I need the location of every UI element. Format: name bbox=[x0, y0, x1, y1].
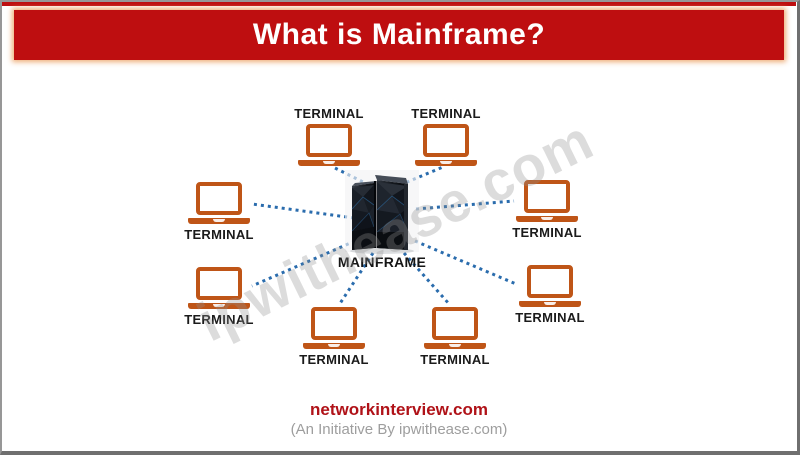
laptop-icon bbox=[415, 124, 477, 166]
terminal-label: TERMINAL bbox=[411, 106, 481, 121]
terminal-node-bottom-left: TERMINAL bbox=[299, 307, 369, 367]
laptop-notch bbox=[213, 219, 225, 222]
title-banner: What is Mainframe? bbox=[14, 10, 784, 60]
laptop-screen bbox=[196, 267, 242, 300]
terminal-label: TERMINAL bbox=[512, 225, 582, 240]
laptop-icon bbox=[298, 124, 360, 166]
laptop-icon bbox=[519, 265, 581, 307]
laptop-notch bbox=[541, 217, 553, 220]
page-title: What is Mainframe? bbox=[252, 18, 546, 51]
terminal-label: TERMINAL bbox=[184, 227, 254, 242]
laptop-screen bbox=[311, 307, 357, 340]
laptop-screen bbox=[527, 265, 573, 298]
terminal-node-mid-right: TERMINAL bbox=[512, 180, 582, 240]
mainframe-label: MAINFRAME bbox=[337, 254, 427, 270]
terminal-label: TERMINAL bbox=[294, 106, 364, 121]
terminal-label: TERMINAL bbox=[515, 310, 585, 325]
laptop-screen bbox=[423, 124, 469, 157]
laptop-notch bbox=[544, 302, 556, 305]
laptop-icon bbox=[516, 180, 578, 222]
laptop-screen bbox=[524, 180, 570, 213]
top-red-strip bbox=[2, 2, 796, 6]
stage: What is Mainframe? TERMINAL bbox=[2, 2, 796, 451]
laptop-notch bbox=[440, 161, 452, 164]
terminal-node-top-left: TERMINAL bbox=[294, 107, 364, 166]
laptop-icon bbox=[424, 307, 486, 349]
terminal-node-mid-left: TERMINAL bbox=[184, 182, 254, 242]
laptop-icon bbox=[188, 182, 250, 224]
terminal-label: TERMINAL bbox=[184, 312, 254, 327]
laptop-notch bbox=[323, 161, 335, 164]
laptop-screen bbox=[196, 182, 242, 215]
footer-tagline: (An Initiative By ipwithease.com) bbox=[290, 421, 508, 438]
mainframe-icon bbox=[344, 168, 420, 256]
terminal-node-lower-right: TERMINAL bbox=[515, 265, 585, 325]
laptop-screen bbox=[432, 307, 478, 340]
terminal-label: TERMINAL bbox=[299, 352, 369, 367]
terminal-label: TERMINAL bbox=[420, 352, 490, 367]
terminal-node-top-right: TERMINAL bbox=[411, 107, 481, 166]
laptop-notch bbox=[449, 344, 461, 347]
laptop-notch bbox=[328, 344, 340, 347]
laptop-notch bbox=[213, 304, 225, 307]
laptop-icon bbox=[188, 267, 250, 309]
terminal-node-bottom-right: TERMINAL bbox=[420, 307, 490, 367]
laptop-icon bbox=[303, 307, 365, 349]
footer-site-name: networkinterview.com bbox=[310, 400, 488, 419]
laptop-screen bbox=[306, 124, 352, 157]
terminal-node-lower-left: TERMINAL bbox=[184, 267, 254, 327]
